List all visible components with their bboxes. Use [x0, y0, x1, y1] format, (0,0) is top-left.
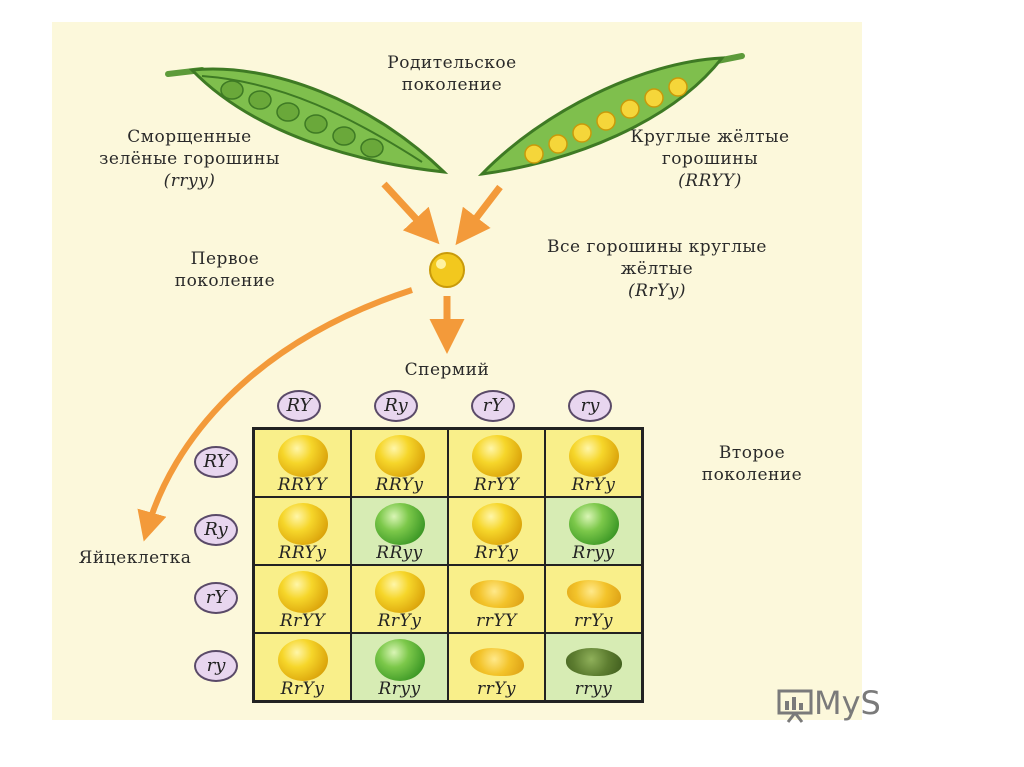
round-pea-icon: [375, 435, 425, 477]
genotype-label: RrYy: [546, 475, 641, 495]
logo-text: MyS: [814, 684, 881, 722]
presentation-chart-icon: [776, 687, 814, 723]
genotype-label: RrYY: [449, 475, 544, 495]
punnett-cell: rrYy: [545, 565, 642, 633]
genotype-label: RRyy: [352, 543, 447, 563]
watermark-logo: MyS: [776, 684, 881, 723]
punnett-cell: rrYY: [448, 565, 545, 633]
wrinkled-pea-icon: [567, 580, 621, 608]
genotype-label: Rryy: [352, 679, 447, 699]
genotype-label: RRYY: [255, 475, 350, 495]
punnett-cell: RrYy: [448, 497, 545, 565]
punnett-cell: rrYy: [448, 633, 545, 701]
punnett-cell: RrYY: [448, 429, 545, 497]
egg-gamete: RY: [194, 446, 238, 478]
round-pea-icon: [569, 503, 619, 545]
genotype-label: rrYY: [449, 611, 544, 631]
round-pea-icon: [375, 639, 425, 681]
sperm-gamete: ry: [568, 390, 612, 422]
round-pea-icon: [472, 503, 522, 545]
wrinkled-pea-icon: [566, 648, 622, 676]
genotype-label: Rryy: [546, 543, 641, 563]
round-pea-icon: [278, 503, 328, 545]
genotype-label: RRYy: [352, 475, 447, 495]
f1-pea-icon: [430, 253, 464, 287]
genotype-label: rrYy: [449, 679, 544, 699]
wrinkled-pea-icon: [470, 648, 524, 676]
first-generation-desc: Все горошины круглые жёлтые: [542, 236, 772, 280]
genotype-label: rryy: [546, 679, 641, 699]
parent-left-label: Сморщенные зелёные горошины: [92, 126, 287, 170]
sperm-gamete: Ry: [374, 390, 418, 422]
punnett-cell: RRYy: [351, 429, 448, 497]
egg-gamete: rY: [194, 582, 238, 614]
genotype-label: rrYy: [546, 611, 641, 631]
second-generation-label: Второе поколение: [667, 442, 837, 486]
parent-right-label: Круглые жёлтые горошины: [620, 126, 800, 170]
punnett-cell: RRYY: [254, 429, 351, 497]
punnett-cell: RrYy: [254, 633, 351, 701]
egg-gamete: Ry: [194, 514, 238, 546]
round-pea-icon: [472, 435, 522, 477]
genotype-label: RrYy: [449, 543, 544, 563]
sperm-gamete: RY: [277, 390, 321, 422]
punnett-cell: Rryy: [351, 633, 448, 701]
round-pea-icon: [278, 639, 328, 681]
first-generation-label: Первое поколение: [170, 248, 280, 292]
punnett-cell: RrYy: [545, 429, 642, 497]
parent-right-genotype: (RRYY): [620, 170, 800, 192]
punnett-cell: Rryy: [545, 497, 642, 565]
round-pea-icon: [375, 503, 425, 545]
genotype-label: RrYY: [255, 611, 350, 631]
punnett-cell: rryy: [545, 633, 642, 701]
round-pea-icon: [278, 571, 328, 613]
diagram-canvas: Родительское поколение Сморщенные зелёны…: [52, 22, 862, 720]
round-pea-icon: [278, 435, 328, 477]
genotype-label: RrYy: [352, 611, 447, 631]
parental-generation-label: Родительское поколение: [352, 52, 552, 96]
first-generation-genotype: (RrYy): [542, 280, 772, 302]
egg-label: Яйцеклетка: [60, 547, 210, 569]
sperm-gamete: rY: [471, 390, 515, 422]
punnett-cell: RrYy: [351, 565, 448, 633]
punnett-cell: RrYY: [254, 565, 351, 633]
egg-gamete: ry: [194, 650, 238, 682]
round-pea-icon: [375, 571, 425, 613]
punnett-cell: RRYy: [254, 497, 351, 565]
round-pea-icon: [569, 435, 619, 477]
genotype-label: RrYy: [255, 679, 350, 699]
punnett-cell: RRyy: [351, 497, 448, 565]
wrinkled-pea-icon: [470, 580, 524, 608]
genotype-label: RRYy: [255, 543, 350, 563]
sperm-label: Спермий: [382, 359, 512, 381]
parent-left-genotype: (rryy): [92, 170, 287, 192]
